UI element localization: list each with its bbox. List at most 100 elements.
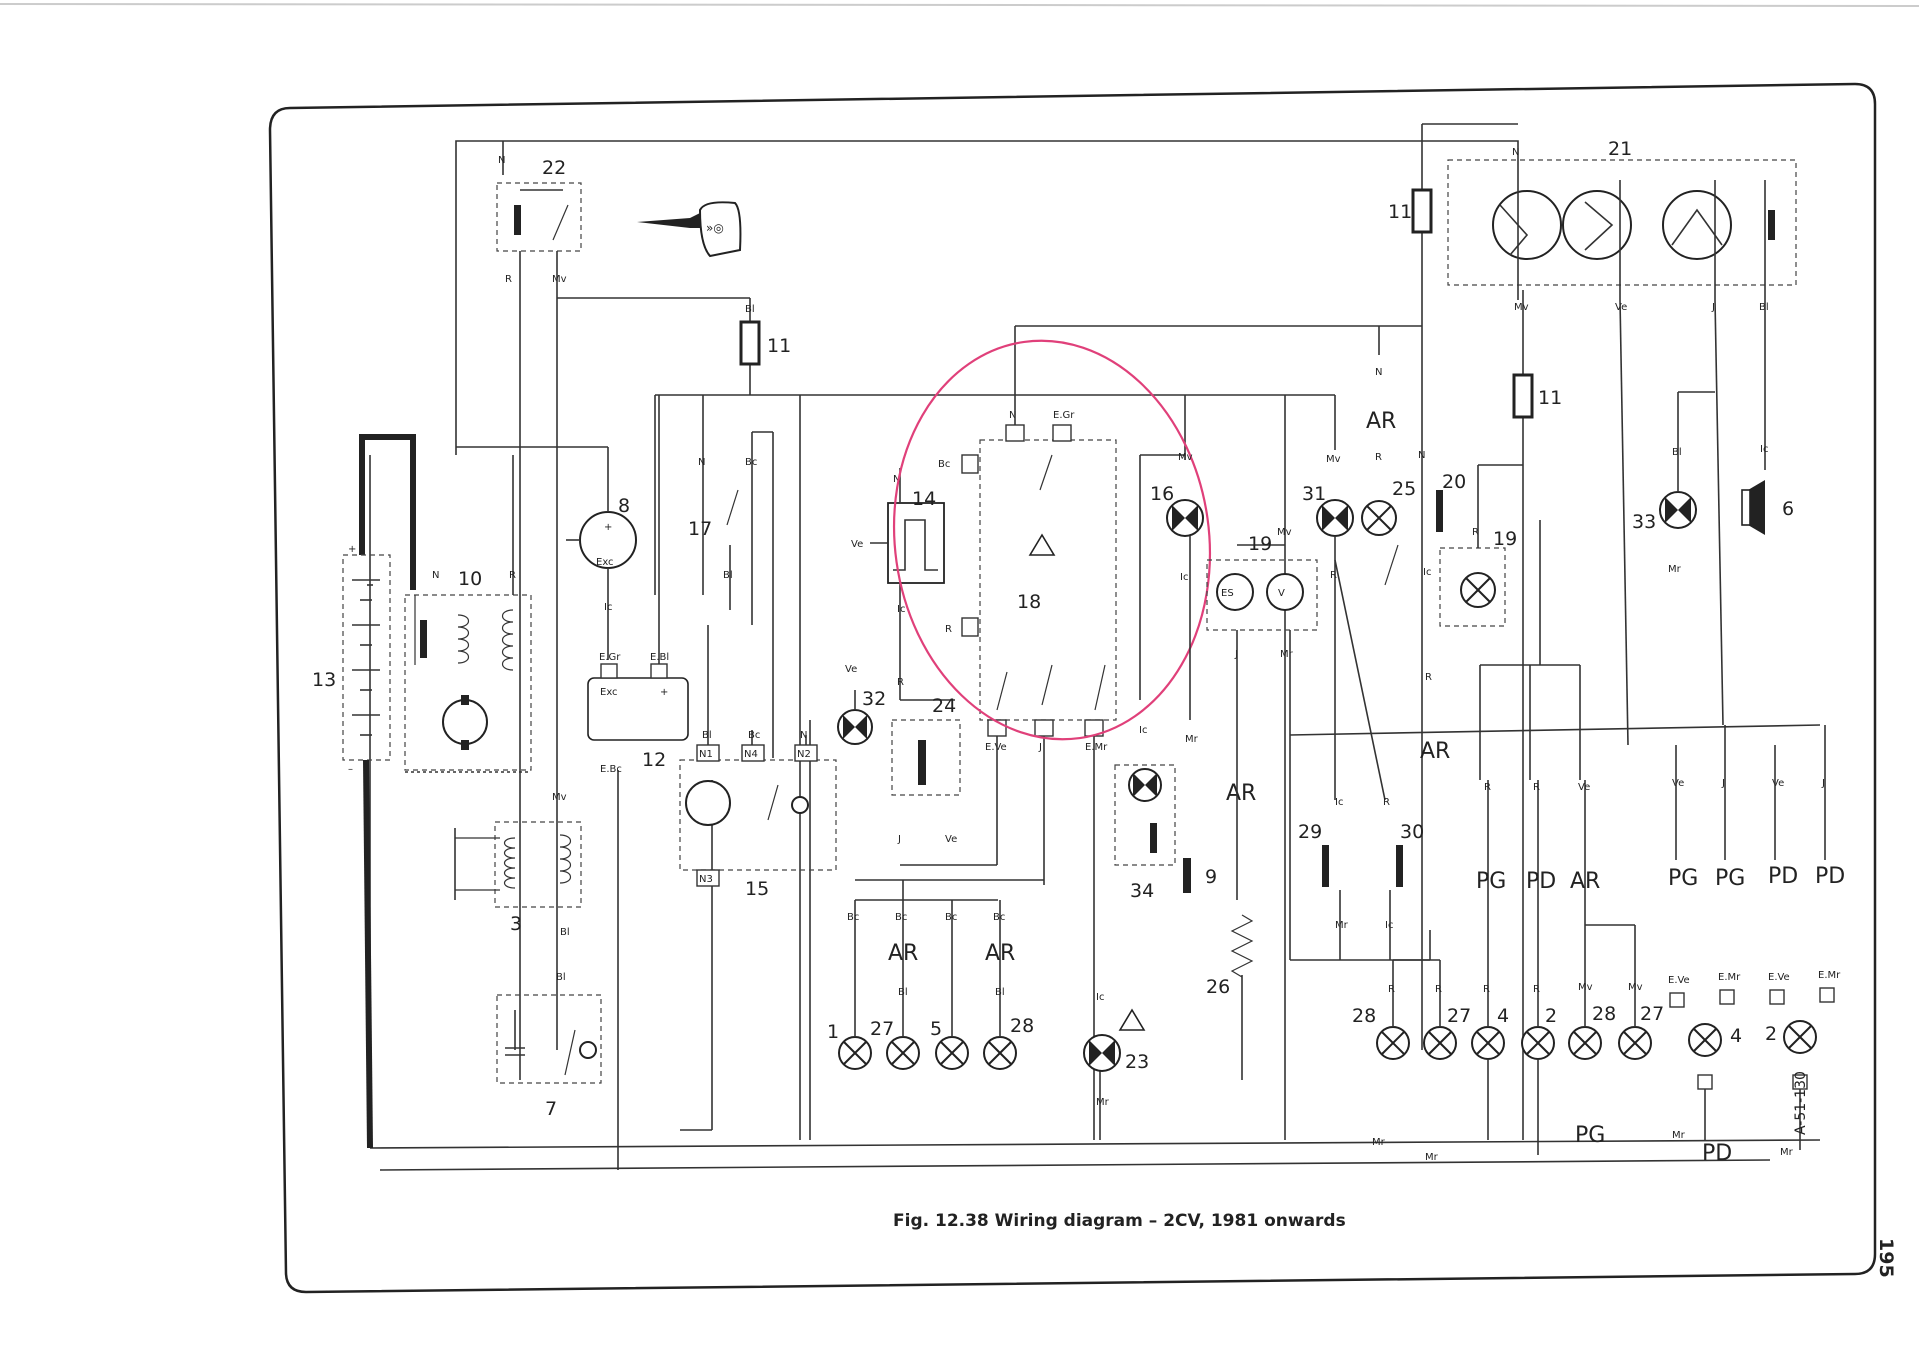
annotation-circle bbox=[892, 339, 1212, 741]
label-AR-left-1: AR bbox=[888, 941, 918, 966]
wire-Bl-33: Bl bbox=[1672, 447, 1682, 458]
wire-EGr-12: E.Gr bbox=[599, 652, 621, 663]
label-PG-1: PG bbox=[1476, 869, 1506, 894]
switches-29-30: 29 30 Ic R Mr Ic bbox=[1298, 797, 1424, 960]
wire-N-17: N bbox=[698, 457, 705, 468]
component-number-27-r1: 27 bbox=[1447, 1005, 1471, 1027]
terminal-N2: N2 bbox=[797, 749, 811, 760]
wire-EVe-r2: E.Ve bbox=[1768, 972, 1790, 983]
wire-R-r1: R bbox=[1388, 984, 1395, 995]
wire-Bl-15: Bl bbox=[702, 730, 712, 741]
component-number-16: 16 bbox=[1150, 483, 1174, 505]
wire-EMr-18: E.Mr bbox=[1085, 742, 1108, 753]
wire-Ve-pg2: Ve bbox=[1672, 778, 1684, 789]
regulator-12: Exc + E.Gr E.Bl E.Bc 12 bbox=[587, 395, 689, 775]
ignition-switch-22: N R Mv 22 bbox=[496, 155, 750, 1080]
wire-Bl-17: Bl bbox=[723, 570, 733, 581]
label-AR-left-2: AR bbox=[985, 941, 1015, 966]
label-PD-3: PD bbox=[1815, 864, 1845, 889]
terminal-N1: N1 bbox=[699, 749, 713, 760]
label-PG-bottom: PG bbox=[1575, 1123, 1605, 1148]
component-number-13: 13 bbox=[312, 669, 336, 691]
component-number-20: 20 bbox=[1442, 471, 1466, 493]
component-number-11-left: 11 bbox=[767, 335, 791, 357]
wire-Bc-l4: Bc bbox=[993, 912, 1005, 923]
wire-R-24: R bbox=[897, 677, 904, 688]
wire-Ic-23: Ic bbox=[1096, 992, 1104, 1003]
wire-R-r2: R bbox=[1435, 984, 1442, 995]
component-number-29: 29 bbox=[1298, 821, 1322, 843]
diagram-frame bbox=[268, 82, 1877, 1294]
wire-Mv-22: Mv bbox=[552, 274, 567, 285]
fuse-11-left: Bl 11 bbox=[739, 298, 791, 395]
component-number-28-r2: 28 bbox=[1592, 1003, 1616, 1025]
wire-Mv-31: Mv bbox=[1326, 454, 1341, 465]
wire-N-22: N bbox=[498, 155, 505, 166]
gauges-19: ES V 19 Mv J Mr bbox=[1206, 527, 1318, 960]
terminal-N4: N4 bbox=[744, 749, 758, 760]
wire-Ve-ar: Ve bbox=[1578, 782, 1590, 793]
horn-6: 6 Ic bbox=[1741, 444, 1794, 535]
wire-J-18: J bbox=[1038, 742, 1042, 753]
wire-Ve-l: Ve bbox=[945, 834, 957, 845]
wire-Ic-20: Ic bbox=[1423, 567, 1431, 578]
battery-plus-label: + bbox=[348, 544, 356, 555]
wire-Bl-21: Bl bbox=[1759, 302, 1769, 313]
component-number-24: 24 bbox=[932, 695, 956, 717]
wire-Mv-19: Mv bbox=[1277, 527, 1292, 538]
warning-lamp-16: 16 Mv Ic Mr bbox=[1139, 452, 1204, 745]
label-AR-middle: AR bbox=[1226, 781, 1256, 806]
component-number-10: 10 bbox=[458, 568, 482, 590]
wire-N-15: N bbox=[800, 730, 807, 741]
wire-Mr-g3: Mr bbox=[1672, 1130, 1686, 1141]
wire-N-25: N bbox=[1375, 367, 1382, 378]
label-PG-2: PG bbox=[1668, 866, 1698, 891]
fuse-11-right: 11 bbox=[1512, 290, 1562, 1140]
wire-R-25: R bbox=[1375, 452, 1382, 463]
wire-Bl-l4: Bl bbox=[995, 987, 1005, 998]
wire-Ic-34: Ic bbox=[1139, 725, 1147, 736]
wire-Ve-14: Ve bbox=[851, 539, 863, 550]
terminal-N3: N3 bbox=[699, 874, 713, 885]
wire-N-21: N bbox=[1512, 147, 1519, 158]
lamp-25: AR N R 25 bbox=[1361, 367, 1416, 586]
component-number-1: 1 bbox=[827, 1021, 839, 1043]
wire-Ic-6: Ic bbox=[1760, 444, 1768, 455]
wire-R-r3: R bbox=[1483, 984, 1490, 995]
switch-24: 24 R bbox=[891, 677, 961, 796]
wire-Mv-16: Mv bbox=[1178, 452, 1193, 463]
wire-R-31: R bbox=[1330, 570, 1337, 581]
wire-R-r4: R bbox=[1533, 984, 1540, 995]
component-number-18: 18 bbox=[1017, 591, 1041, 613]
component-number-2-r1: 2 bbox=[1545, 1005, 1557, 1027]
component-number-28-r1: 28 bbox=[1352, 1005, 1376, 1027]
wire-Ic-8: Ic bbox=[604, 602, 612, 613]
section-AR-middle: AR 26 bbox=[1206, 720, 1256, 1080]
wire-Mr-29: Mr bbox=[1335, 920, 1349, 931]
label-PD-bottom: PD bbox=[1702, 1141, 1732, 1166]
wire-Mv-3: Mv bbox=[552, 792, 567, 803]
component-number-27-r2: 27 bbox=[1640, 1003, 1664, 1025]
wire-EMr-r1: E.Mr bbox=[1718, 972, 1741, 983]
wire-Ic-29: Ic bbox=[1335, 797, 1343, 808]
warning-lamp-23: 23 Ic Mr bbox=[1083, 992, 1149, 1108]
exciter-8: Exc + 8 Ic bbox=[456, 446, 637, 660]
component-number-31: 31 bbox=[1302, 483, 1326, 505]
component-number-17: 17 bbox=[688, 518, 712, 540]
wire-J-pd3: J bbox=[1821, 778, 1825, 789]
component-number-22: 22 bbox=[542, 157, 566, 179]
component-number-32: 32 bbox=[862, 688, 886, 710]
switch-17: N Bc Bl 17 bbox=[688, 431, 774, 758]
key-icon: »◎ bbox=[637, 201, 742, 258]
component-number-12: 12 bbox=[642, 749, 666, 771]
wire-R-pg: R bbox=[1484, 782, 1491, 793]
page-number: 195 bbox=[1875, 1238, 1897, 1278]
wire-EVe-18: E.Ve bbox=[985, 742, 1007, 753]
wire-Bl-3: Bl bbox=[560, 927, 570, 938]
wire-N-18: N bbox=[1009, 410, 1016, 421]
wire-Bc-17: Bc bbox=[745, 457, 757, 468]
label-AR-25: AR bbox=[1366, 409, 1396, 434]
component-number-19: 19 bbox=[1248, 533, 1272, 555]
component-number-4-r1: 4 bbox=[1497, 1005, 1509, 1027]
battery-minus-label: – bbox=[348, 764, 353, 775]
